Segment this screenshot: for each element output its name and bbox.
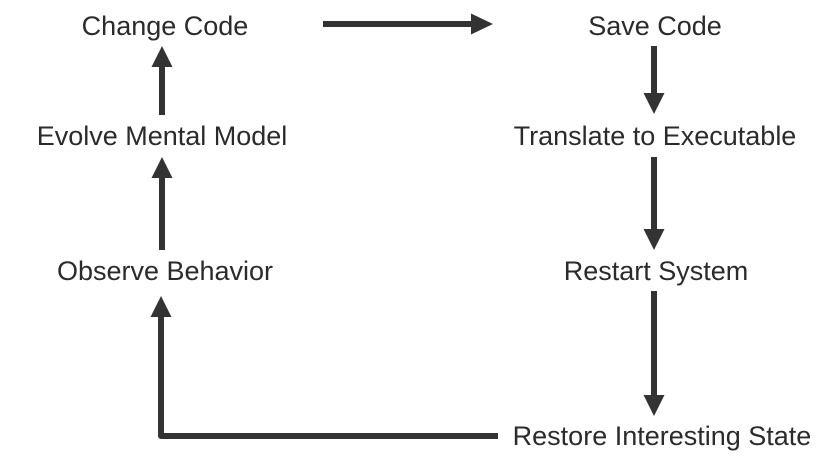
node-restart-system: Restart System: [563, 256, 749, 287]
arrow-evolve-model-to-change-code: [151, 46, 173, 115]
node-change-code: Change Code: [81, 11, 249, 42]
arrow-save-code-to-translate: [643, 46, 665, 114]
node-save-code: Save Code: [588, 11, 722, 42]
node-observe-behavior: Observe Behavior: [56, 256, 274, 287]
arrow-restart-system-to-restore-state: [643, 291, 665, 416]
arrow-observe-behavior-to-evolve-model: [151, 157, 173, 250]
arrow-change-code-to-save-code: [323, 13, 493, 35]
arrow-restore-state-to-observe-behavior: [150, 296, 498, 439]
node-translate-to-executable: Translate to Executable: [513, 121, 797, 152]
node-evolve-mental-model: Evolve Mental Model: [36, 121, 288, 152]
node-restore-interesting-state: Restore Interesting State: [512, 421, 812, 452]
arrow-translate-to-restart-system: [643, 157, 665, 250]
